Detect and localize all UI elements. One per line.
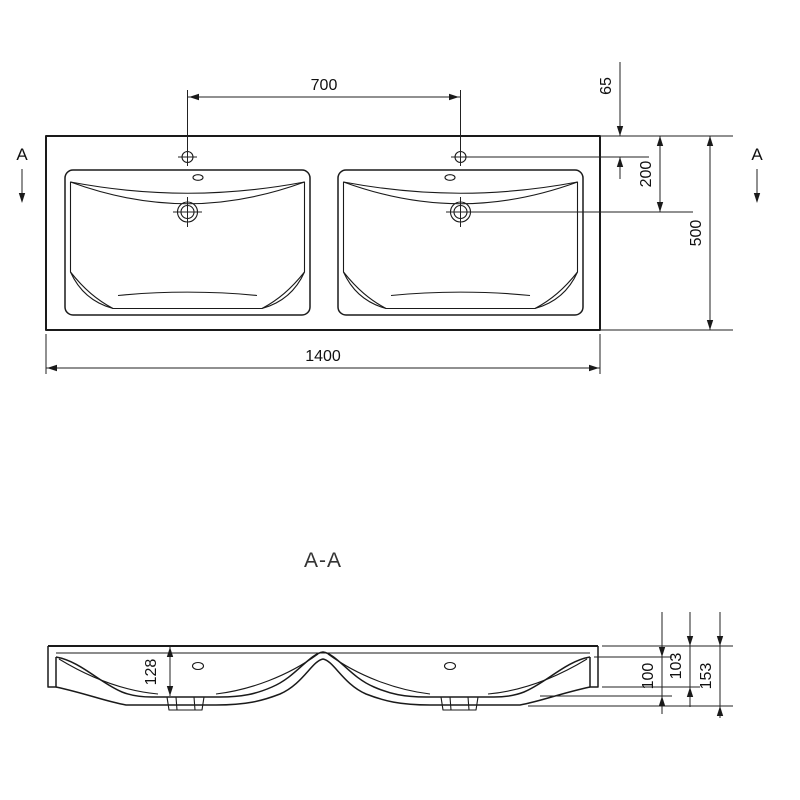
basin-corner-wedge-left (343, 271, 387, 309)
basin-corner-wedge-right (261, 271, 305, 309)
top-view: 700 65 200 500 (16, 62, 763, 374)
dim-depth: 500 (688, 136, 714, 330)
dim-drain-offset: 200 (471, 136, 693, 213)
drain-centermark (446, 197, 475, 227)
section-right-bowl-far-wall (327, 653, 588, 695)
basin-bottom-line (117, 291, 258, 297)
arrowhead-up (706, 136, 714, 146)
section-arrow-down (753, 193, 761, 203)
dim-faucet-offset: 65 (466, 62, 649, 179)
basin-corner-wedge-right (534, 271, 578, 309)
dim-width: 1400 (45, 334, 601, 374)
dim-label-500: 500 (688, 220, 705, 247)
extension-line (45, 334, 601, 374)
section-left-lip (47, 646, 57, 688)
arrowhead-up (616, 157, 624, 167)
arrowhead-down (686, 636, 694, 646)
section-view: 128 100 103 153 (47, 612, 733, 718)
right-overflow-slot (444, 174, 456, 181)
right-basin (337, 148, 584, 316)
dim-total-height: 153 (698, 612, 724, 718)
section-marker-right: A (751, 145, 763, 203)
basin-rim (64, 169, 311, 316)
dim-label-100: 100 (640, 663, 657, 690)
section-left-drain-boss (166, 696, 205, 711)
basin-bowl-contour (342, 181, 579, 310)
section-extension-lines (528, 645, 733, 707)
dim-label-700: 700 (311, 77, 338, 94)
section-title: A-A (304, 549, 342, 572)
section-inner-surface (55, 651, 591, 698)
dim-label-128: 128 (143, 659, 160, 686)
arrowhead-down (166, 686, 174, 696)
arrowhead-down (706, 320, 714, 330)
dim-label-103: 103 (668, 653, 685, 680)
dim-rim-height: 103 (668, 612, 694, 707)
arrowhead-right (589, 364, 599, 372)
arrowhead-left (47, 364, 57, 372)
basin-top-outline (45, 135, 601, 331)
left-overflow-slot (192, 174, 204, 181)
dim-label-200: 200 (638, 161, 655, 188)
arrowhead-down (658, 647, 666, 657)
dim-label-65: 65 (598, 77, 615, 95)
section-left-faucet-hole (191, 661, 205, 671)
basin-bottom-line (390, 291, 531, 297)
section-marker-left: A (16, 145, 28, 203)
basin-rim (337, 169, 584, 316)
arrowhead-up (716, 706, 724, 716)
arrowhead-up (166, 647, 174, 657)
arrowhead-up (658, 696, 666, 706)
faucet-hole-centermark (178, 148, 197, 166)
dim-label-153: 153 (698, 663, 715, 690)
arrowhead-up (656, 136, 664, 146)
drain-centermark (173, 197, 202, 227)
basin-bowl-contour (69, 181, 306, 310)
basin-corner-wedge-left (70, 271, 114, 309)
section-arrow-down (18, 193, 26, 203)
section-marker-label: A (751, 145, 763, 164)
section-left-bowl-far-wall (58, 653, 319, 695)
section-right-drain-boss (440, 696, 479, 711)
dim-bowl-depth: 128 (143, 647, 174, 696)
section-outer-bottom (55, 658, 591, 706)
section-marker-label: A (16, 145, 28, 164)
arrowhead-down (616, 126, 624, 136)
arrowhead-down (716, 636, 724, 646)
arrowhead-down (656, 202, 664, 212)
arrowhead-left (189, 93, 199, 101)
dim-label-1400: 1400 (305, 348, 341, 365)
left-basin (64, 148, 311, 316)
dim-faucet-spacing: 700 (187, 77, 461, 150)
arrowhead-up (686, 687, 694, 697)
extension-line (187, 90, 461, 150)
arrowhead-right (449, 93, 459, 101)
section-right-lip (589, 646, 599, 688)
section-right-faucet-hole (443, 661, 457, 671)
dim-inner-height: 100 (640, 612, 666, 714)
